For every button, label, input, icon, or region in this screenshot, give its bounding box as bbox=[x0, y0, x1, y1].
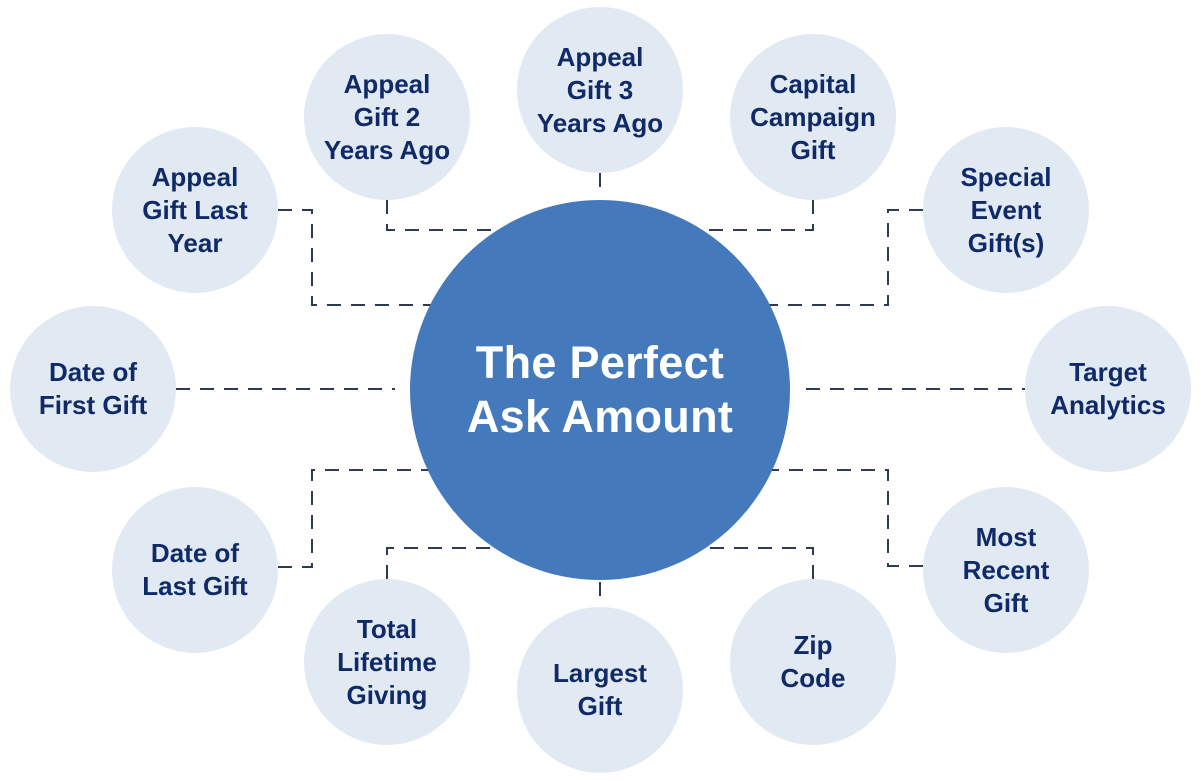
node-date-of-first-gift: Date of First Gift bbox=[10, 306, 176, 472]
connector-line bbox=[386, 547, 492, 579]
node-most-recent-gift: Most Recent Gift bbox=[923, 487, 1089, 653]
node-label: Appeal Gift Last Year bbox=[142, 161, 248, 258]
node-date-of-last-gift: Date of Last Gift bbox=[112, 487, 278, 653]
node-largest-gift: Largest Gift bbox=[517, 607, 683, 773]
node-appeal-gift-2-years-ago: Appeal Gift 2 Years Ago bbox=[304, 34, 470, 200]
node-total-lifetime-giving: Total Lifetime Giving bbox=[304, 579, 470, 745]
connector-line bbox=[768, 209, 923, 306]
node-capital-campaign-gift: Capital Campaign Gift bbox=[730, 34, 896, 200]
node-appeal-gift-3-years-ago: Appeal Gift 3 Years Ago bbox=[517, 7, 683, 173]
node-label: Largest Gift bbox=[553, 658, 647, 721]
node-zip-code: Zip Code bbox=[730, 579, 896, 745]
connector-line bbox=[768, 469, 923, 567]
node-label: Appeal Gift 2 Years Ago bbox=[323, 68, 451, 165]
node-label: Total Lifetime Giving bbox=[337, 613, 437, 710]
node-label: Zip Code bbox=[780, 630, 846, 693]
node-label: Target Analytics bbox=[1050, 357, 1166, 420]
connector-line bbox=[708, 547, 814, 579]
node-label: Most Recent Gift bbox=[962, 521, 1050, 618]
node-label: Date of Last Gift bbox=[142, 538, 248, 601]
connector-line bbox=[386, 200, 492, 231]
connector-line bbox=[278, 469, 432, 568]
node-special-event-gifts: Special Event Gift(s) bbox=[923, 127, 1089, 293]
node-label: Appeal Gift 3 Years Ago bbox=[536, 41, 664, 138]
center-title: The Perfect Ask Amount bbox=[466, 337, 734, 442]
node-target-analytics: Target Analytics bbox=[1025, 306, 1191, 472]
node-appeal-gift-last-year: Appeal Gift Last Year bbox=[112, 127, 278, 293]
node-label: Date of First Gift bbox=[38, 357, 148, 420]
node-label: Special Event Gift(s) bbox=[960, 161, 1052, 258]
connector-line bbox=[708, 200, 814, 231]
center-circle: The Perfect Ask Amount bbox=[410, 200, 790, 580]
connector-line bbox=[278, 209, 432, 306]
node-label: Capital Campaign Gift bbox=[750, 68, 876, 165]
